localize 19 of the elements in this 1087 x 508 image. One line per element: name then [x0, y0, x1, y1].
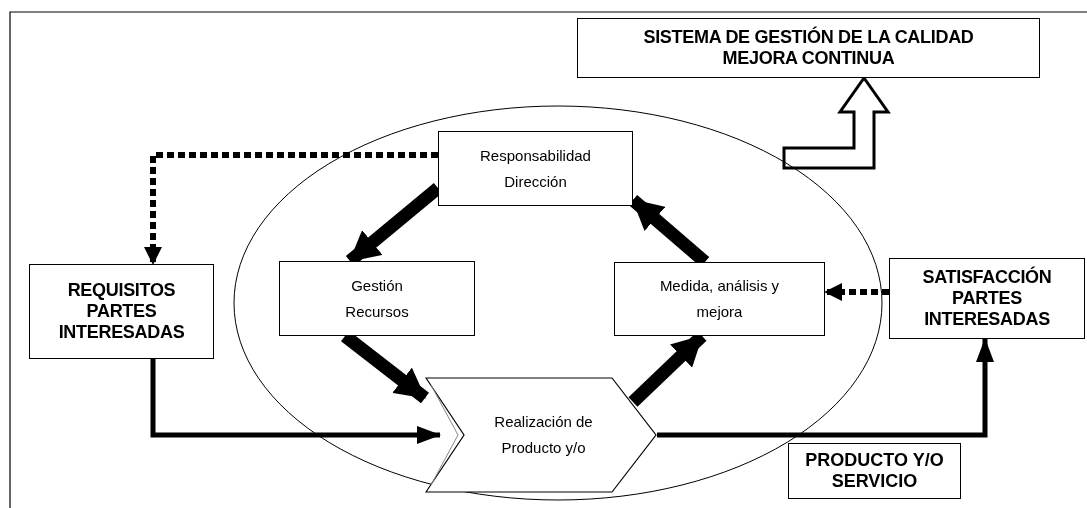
box-label: SISTEMA DE GESTIÓN DE LA CALIDAD MEJORA CONTINUA [642, 27, 975, 69]
box-label: REQUISITOS PARTES INTERESADAS [57, 280, 186, 343]
box-label: Responsabilidad Dirección [479, 145, 592, 192]
process-box [614, 262, 825, 336]
box-label: SATISFACCIÓN PARTES INTERESADAS [921, 267, 1053, 330]
box-label: Realización de Producto y/o [493, 412, 594, 458]
process-box [889, 258, 1085, 339]
arrow [782, 75, 891, 170]
arrow [657, 338, 994, 438]
edge-label: PRODUCTO Y/O SERVICIO [788, 443, 961, 499]
box-label: Medida, análisis y mejora [658, 276, 781, 322]
arrow [824, 283, 889, 301]
process-box [577, 18, 1040, 78]
process-box [438, 131, 633, 206]
process-box [29, 264, 214, 359]
box-label: Gestión Recursos [344, 275, 410, 322]
process-box [279, 261, 475, 336]
arrow [150, 359, 441, 444]
arrow [144, 152, 438, 265]
